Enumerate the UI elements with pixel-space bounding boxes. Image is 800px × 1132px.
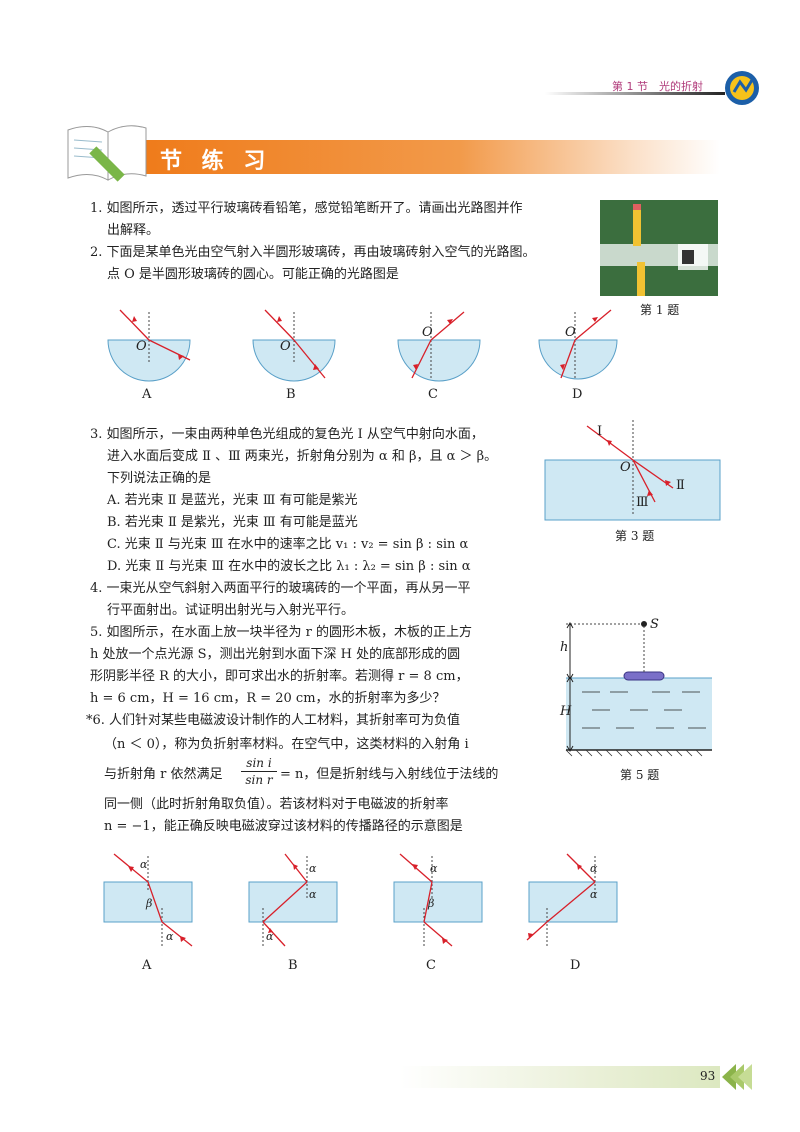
q5-depth-h-label: H <box>560 704 572 719</box>
footer-arrow-icon <box>722 1064 752 1090</box>
q6c-alpha-label: α <box>430 862 438 875</box>
q6-diagram-c <box>393 853 483 947</box>
q6-fraction-denominator: sin r <box>245 773 273 787</box>
q3-option-d: D. 光束 Ⅱ 与光束 Ⅲ 在水中的波长之比 λ₁ : λ₂ = sin β :… <box>107 559 471 574</box>
q6-option-d: D <box>570 958 581 973</box>
fig3-caption: 第 3 题 <box>615 529 655 543</box>
q3-o-label: O <box>620 460 631 475</box>
q3-option-c: C. 光束 Ⅱ 与光束 Ⅲ 在水中的速率之比 v₁ : v₂ = sin β :… <box>107 537 469 552</box>
page-number: 93 <box>700 1069 716 1083</box>
q1-line2: 出解释。 <box>107 223 160 238</box>
q2-diagram-b <box>252 309 336 382</box>
q2a-o-label: O <box>136 339 147 354</box>
q3-beam-ii-label: Ⅱ <box>676 478 685 493</box>
q6-line2: （n ＜ 0），称为负折射率材料。在空气中，这类材料的入射角 i <box>104 737 469 752</box>
fig1-caption: 第 1 题 <box>640 303 680 317</box>
q3-line1: 3. 如图所示，一束由两种单色光组成的复色光 Ⅰ 从空气中射向水面， <box>90 427 484 442</box>
q6-line5: n = −1，能正确反映电磁波穿过该材料的传播路径的示意图是 <box>104 819 463 834</box>
q5-line4: h = 6 cm，H = 16 cm，R = 20 cm，水的折射率为多少？ <box>90 691 446 706</box>
q3-beam-i-label: Ⅰ <box>597 424 603 439</box>
q3-option-a: A. 若光束 Ⅱ 是蓝光，光束 Ⅲ 有可能是紫光 <box>107 493 358 508</box>
q5-line3: 形阴影半径 R 的大小，即可求出水的折射率。若测得 r = 8 cm， <box>90 669 469 684</box>
q5-diagram <box>565 621 712 757</box>
q6-option-a: A <box>142 958 152 973</box>
pencil-photo <box>600 200 718 296</box>
q6c-beta-label: β <box>428 897 435 910</box>
q6-fraction-numerator: sin i <box>241 756 277 772</box>
q2-diagram-d <box>538 309 618 380</box>
q2-diagram-a <box>107 309 191 382</box>
q6a-alpha-label: α <box>140 858 148 871</box>
q6d-alpha2-label: α <box>590 888 598 901</box>
q3-line2: 进入水面后变成 Ⅱ 、Ⅲ 两束光，折射角分别为 α 和 β，且 α ＞ β。 <box>107 449 498 464</box>
header-rule <box>545 92 725 95</box>
q5-h-label: h <box>560 640 569 655</box>
q6-diagram-d <box>526 853 618 946</box>
q2-option-c: C <box>428 387 438 402</box>
q6-option-b: B <box>288 958 298 973</box>
q6-diagram-b <box>248 853 338 947</box>
q6-diagram-a <box>103 853 193 947</box>
q4-line2: 行平面射出。试证明出射光与入射光平行。 <box>107 603 355 618</box>
q5-source-s-label: S <box>650 617 659 632</box>
book-pencil-icon <box>67 125 147 182</box>
section-header: 第 1 节 光的折射 <box>612 80 703 93</box>
q2-option-d: D <box>572 387 583 402</box>
footer-bar <box>400 1066 720 1088</box>
q6d-alpha-label: α <box>590 862 598 875</box>
q2c-o-label: O <box>422 325 433 340</box>
q2d-o-label: O <box>565 325 576 340</box>
q6-line1: *6. 人们针对某些电磁波设计制作的人工材料，其折射率可为负值 <box>86 713 461 728</box>
q2-option-b: B <box>286 387 296 402</box>
q6b-alpha-label: α <box>309 862 317 875</box>
q5-line1: 5. 如图所示，在水面上放一块半径为 r 的圆形木板，木板的正上方 <box>90 625 473 640</box>
q5-line2: h 处放一个点光源 S，测出光射到水面下深 H 处的底部形成的圆 <box>90 647 461 662</box>
q6a-alpha2-label: α <box>166 930 174 943</box>
q6-line4: 同一侧（此时折射角取负值）。若该材料对于电磁波的折射率 <box>104 797 449 812</box>
q1-line1: 1. 如图所示，透过平行玻璃砖看铅笔，感觉铅笔断开了。请画出光路图并作 <box>90 201 523 216</box>
q6a-beta-label: β <box>146 897 153 910</box>
header-badge-icon <box>725 71 759 105</box>
q6-line3a: 与折射角 r 依然满足 <box>104 767 223 782</box>
banner-title: 节 练 习 <box>160 149 272 174</box>
q6-line3b: = n，但是折射线与入射线位于法线的 <box>280 767 499 782</box>
q2-line1: 2. 下面是某单色光由空气射入半圆形玻璃砖，再由玻璃砖射入空气的光路图。 <box>90 245 536 260</box>
q2b-o-label: O <box>280 339 291 354</box>
q2-option-a: A <box>142 387 152 402</box>
q3-option-b: B. 若光束 Ⅱ 是紫光，光束 Ⅲ 有可能是蓝光 <box>107 515 358 530</box>
q4-line1: 4. 一束光从空气斜射入两面平行的玻璃砖的一个平面，再从另一平 <box>90 581 471 596</box>
q3-line3: 下列说法正确的是 <box>107 471 212 486</box>
q2-diagram-c <box>397 311 481 382</box>
q6b-alpha2-label: α <box>309 888 317 901</box>
exercise-banner <box>140 140 720 174</box>
q3-diagram <box>544 420 721 521</box>
q2-line2: 点 O 是半圆形玻璃砖的圆心。可能正确的光路图是 <box>107 267 399 282</box>
q6-option-c: C <box>426 958 436 973</box>
q6b-alpha3-label: α <box>266 930 274 943</box>
q3-beam-iii-label: Ⅲ <box>636 495 649 510</box>
fig5-caption: 第 5 题 <box>620 768 660 782</box>
